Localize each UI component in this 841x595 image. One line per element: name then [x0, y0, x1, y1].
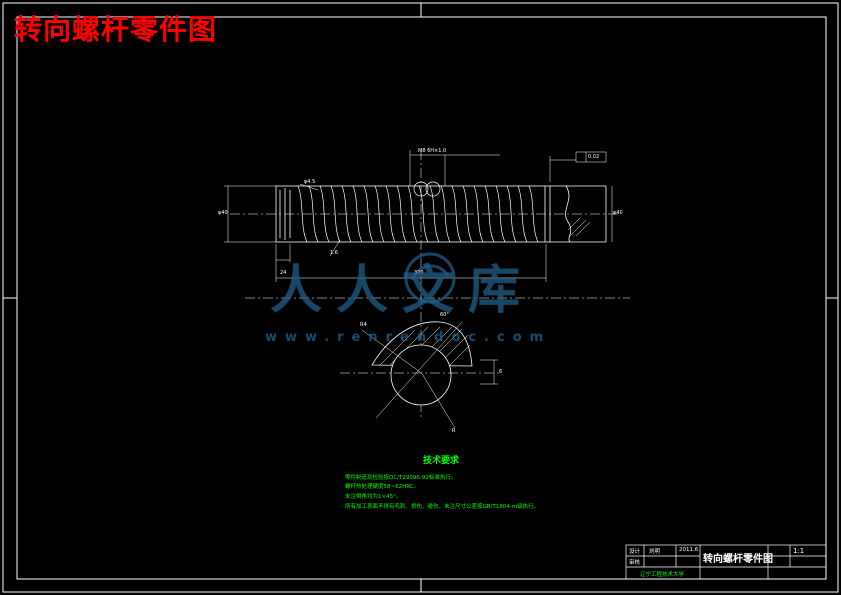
dim-section-r: R [452, 428, 456, 434]
tb-part-name: 转向螺杆零件图 [703, 554, 773, 565]
thread-line [440, 185, 451, 243]
watermark-url: www.renrendoc.com [265, 330, 552, 345]
drawing-title: 转向螺杆零件图 [14, 13, 218, 46]
thread-line [308, 185, 319, 243]
tb-checker-label: 审核 [629, 560, 641, 566]
ball-circle-2 [425, 181, 441, 197]
thread-line [363, 185, 374, 243]
watermark-logo [404, 252, 456, 304]
thread-line [506, 185, 517, 243]
tech-requirement-item: 零件制造及检验按QC/T29096-92标准执行。 [345, 475, 457, 481]
dim-length-total: 320 [414, 270, 424, 276]
tb-designer-name: 刘明 [649, 549, 661, 555]
dim-section: 6 [499, 369, 503, 375]
tb-designer-label: 设计 [629, 549, 641, 555]
section-view [340, 321, 500, 429]
ball-circle-1 [413, 181, 429, 197]
dim-left-diameter: φ40 [218, 210, 228, 216]
watermark-cn: 人人文库 [270, 260, 535, 321]
tech-requirements-title: 技术要求 [423, 456, 460, 466]
thread-line [385, 185, 396, 243]
tech-requirement-item: 未注倒角均为1×45°。 [345, 494, 402, 500]
thread-lines [297, 185, 539, 243]
end-hatch [567, 217, 591, 237]
dimensions [224, 150, 613, 282]
thread-line [451, 185, 462, 243]
title-block [625, 544, 827, 580]
thread-line [528, 185, 539, 243]
tech-requirement-item: 所有加工表面不得有毛刺、划伤、碰伤，未注尺寸公差按GB/T1804-m级执行。 [345, 504, 540, 510]
dim-right-diameter: φ40 [613, 210, 623, 216]
tb-date: 2011.6 [679, 547, 699, 553]
dim-groove: φ4.5 [304, 179, 316, 185]
dim-tolerance-top: M8 6H×1.0 [418, 148, 447, 154]
dim-width-small: 24 [280, 270, 287, 276]
dim-angle: 60° [440, 312, 449, 318]
dim-pitch: 1.6 [330, 250, 338, 256]
tech-requirement-item: 螺杆热处理硬度58~62HRC。 [345, 484, 420, 490]
tb-scale: 1:1 [793, 547, 805, 555]
tb-school: 辽宁工程技术大学 [640, 572, 685, 578]
dim-r-label: R4 [360, 322, 367, 328]
dim-flatness: 0.02 [588, 154, 600, 160]
thread-line [330, 185, 341, 243]
